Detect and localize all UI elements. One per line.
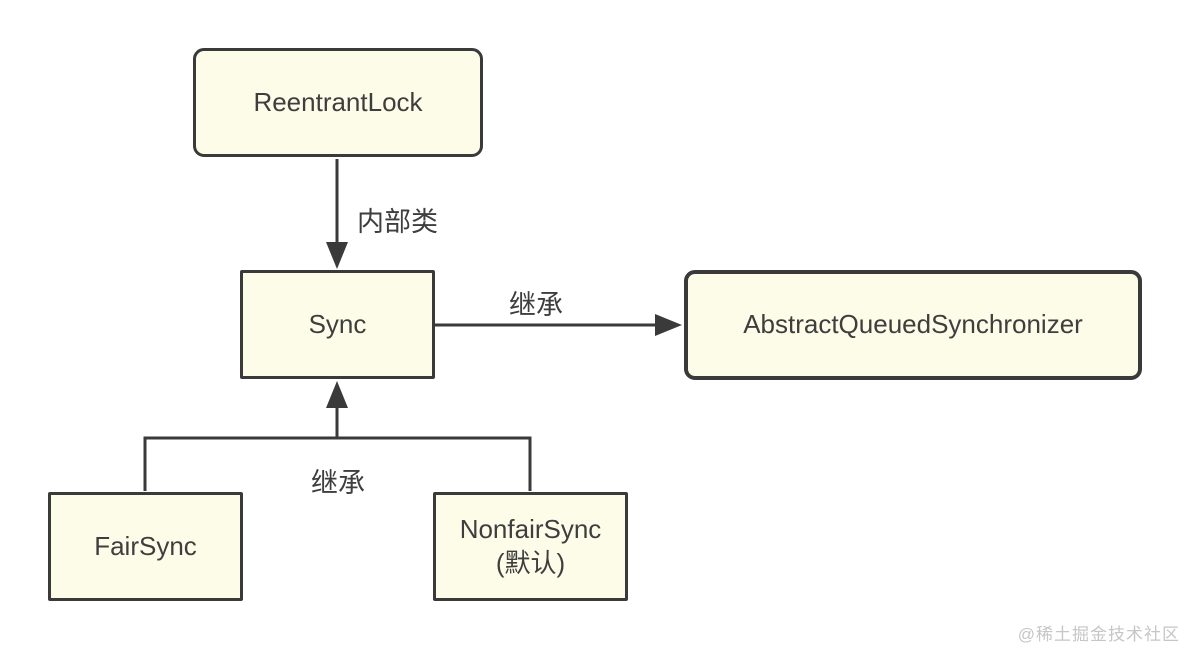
node-nonfairsync-label: NonfairSync xyxy=(459,513,602,544)
edge-sync-to-aqs xyxy=(435,314,682,336)
edge-label-inherit-bottom: 继承 xyxy=(311,468,365,498)
edge-reentrantlock-to-sync xyxy=(326,159,348,269)
node-nonfairsync: NonfairSync (默认) xyxy=(433,492,628,601)
node-fairsync-label: FairSync xyxy=(94,530,197,561)
node-sync-label: Sync xyxy=(308,308,367,339)
edge-subclasses-to-sync xyxy=(143,381,532,491)
watermark: @稀土掘金技术社区 xyxy=(1017,625,1180,644)
edge-label-inner-class: 内部类 xyxy=(357,207,438,237)
node-aqs: AbstractQueuedSynchronizer xyxy=(684,270,1142,380)
edge-label-inherit-top: 继承 xyxy=(509,290,563,320)
node-reentrantlock: ReentrantLock xyxy=(193,48,483,157)
node-aqs-label: AbstractQueuedSynchronizer xyxy=(743,309,1083,340)
node-fairsync: FairSync xyxy=(48,492,243,601)
node-reentrantlock-label: ReentrantLock xyxy=(253,86,423,117)
node-sync: Sync xyxy=(240,270,435,379)
node-nonfairsync-sublabel: (默认) xyxy=(495,547,566,578)
